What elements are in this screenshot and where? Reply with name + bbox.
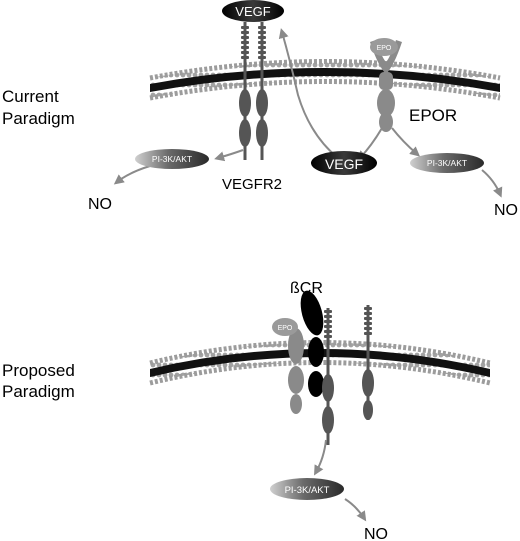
vegfr2-receptor-pair-proposed — [322, 305, 374, 445]
epo-proposed-label: EPO — [278, 325, 293, 332]
pi3k-proposed-label: PI-3K/AKT — [285, 485, 330, 496]
vegfr2-label: VEGFR2 — [222, 176, 282, 193]
no-left-label: NO — [88, 196, 112, 213]
proposed-paradigm-panel: Proposed Paradigm ßCR EPO — [2, 280, 491, 541]
current-paradigm-panel: Current Paradigm — [2, 0, 518, 219]
vegf-secreted: VEGF — [311, 151, 377, 175]
proposed-paradigm-label-line2: Paradigm — [2, 382, 75, 401]
vegf-ligand-top: VEGF — [222, 0, 284, 22]
epor-label: EPOR — [409, 106, 457, 125]
vegf-top-label: VEGF — [235, 4, 270, 19]
pi3k-left-label: PI-3K/AKT — [152, 154, 192, 164]
arrow-pi3k-left-to-no — [113, 165, 151, 185]
pi3k-akt-proposed: PI-3K/AKT — [270, 478, 344, 500]
pi3k-right-label: PI-3K/AKT — [427, 158, 467, 168]
proposed-paradigm-label-line1: Proposed — [2, 361, 75, 380]
no-proposed-label: NO — [364, 526, 388, 541]
arrow-vegf-to-vegfr2 — [278, 28, 339, 159]
arrow-epor-to-pi3k — [391, 127, 421, 157]
current-paradigm-label-line2: Paradigm — [2, 109, 75, 128]
arrow-receptor-to-pi3k — [314, 439, 327, 476]
bcr-receptor — [300, 290, 324, 397]
epor-receptor-proposed — [288, 328, 304, 414]
vegf-bottom-label: VEGF — [325, 156, 363, 172]
cell-membrane-current — [149, 59, 501, 101]
pi3k-akt-left: PI-3K/AKT — [135, 149, 209, 169]
epo-ligand-current: EPO — [370, 38, 398, 56]
current-paradigm-label-line1: Current — [2, 87, 59, 106]
bcr-label: ßCR — [290, 280, 323, 297]
epo-ligand-proposed: EPO — [272, 318, 298, 336]
arrow-pi3k-to-no-proposed — [344, 498, 367, 522]
pi3k-akt-right: PI-3K/AKT — [410, 153, 484, 173]
arrow-pi3k-right-to-no — [481, 169, 503, 198]
vegfr2-receptor-pair — [239, 22, 268, 160]
no-right-label: NO — [494, 202, 518, 219]
arrow-vegfr2-to-pi3k — [214, 149, 244, 162]
epo-current-label: EPO — [377, 45, 392, 52]
